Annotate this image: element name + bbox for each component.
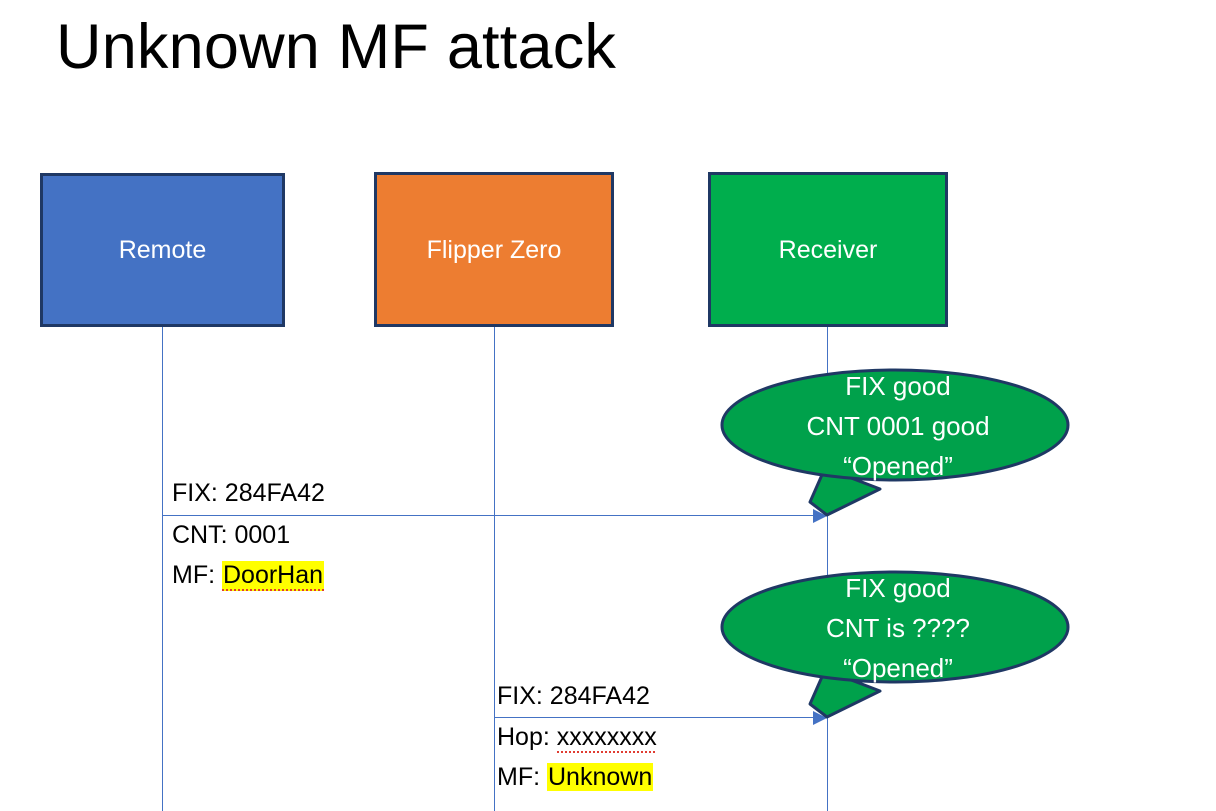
actor-label-remote: Remote bbox=[118, 236, 207, 264]
callout-second-shape bbox=[720, 570, 1070, 719]
message-label-1-line-3-value: DoorHan bbox=[222, 561, 325, 591]
lifeline-receiver bbox=[827, 326, 828, 811]
message-label-2-line-2-value: xxxxxxxx bbox=[556, 723, 657, 753]
message-label-2-line-2-prefix: Hop: bbox=[497, 723, 557, 751]
actor-box-receiver[interactable]: Receiver bbox=[708, 172, 948, 327]
message-label-1-line-3: MF: DoorHan bbox=[172, 556, 325, 595]
message-label-2-line-3-value: Unknown bbox=[547, 763, 654, 791]
message-label-1-line-1-prefix: FIX: bbox=[172, 479, 225, 507]
message-label-2-line-3-prefix: MF: bbox=[497, 763, 547, 791]
message-label-2-line-1: FIX: 284FA42 bbox=[497, 677, 650, 716]
message-arrow-line-1 bbox=[162, 515, 818, 516]
message-arrow-line-2 bbox=[494, 717, 818, 718]
message-label-1-line-2-prefix: CNT: bbox=[172, 521, 235, 549]
callout-first-shape bbox=[720, 368, 1070, 517]
message-label-1-line-1: FIX: 284FA42 bbox=[172, 474, 325, 513]
actor-label-receiver: Receiver bbox=[778, 235, 878, 264]
callout-second[interactable]: FIX good CNT is ???? “Opened” bbox=[720, 560, 1076, 722]
message-label-1-line-1-value: 284FA42 bbox=[224, 479, 325, 507]
message-label-1-line-2: CNT: 0001 bbox=[172, 516, 290, 555]
message-label-1-line-2-value: 0001 bbox=[234, 521, 291, 549]
actor-box-remote[interactable]: Remote bbox=[40, 173, 285, 327]
page-title: Unknown MF attack bbox=[56, 12, 617, 82]
message-label-2-line-1-prefix: FIX: bbox=[497, 682, 550, 710]
message-label-2-line-3: MF: Unknown bbox=[497, 758, 654, 797]
lifeline-remote bbox=[162, 326, 163, 811]
lifeline-flipper bbox=[494, 327, 495, 811]
message-label-1-line-3-prefix: MF: bbox=[172, 561, 222, 589]
actor-label-flipper: Flipper Zero bbox=[426, 235, 562, 264]
callout-first[interactable]: FIX good CNT 0001 good “Opened” bbox=[720, 358, 1076, 520]
actor-box-flipper[interactable]: Flipper Zero bbox=[374, 172, 614, 327]
message-label-2-line-1-value: 284FA42 bbox=[549, 682, 650, 710]
message-label-2-line-2: Hop: xxxxxxxx bbox=[497, 718, 657, 757]
